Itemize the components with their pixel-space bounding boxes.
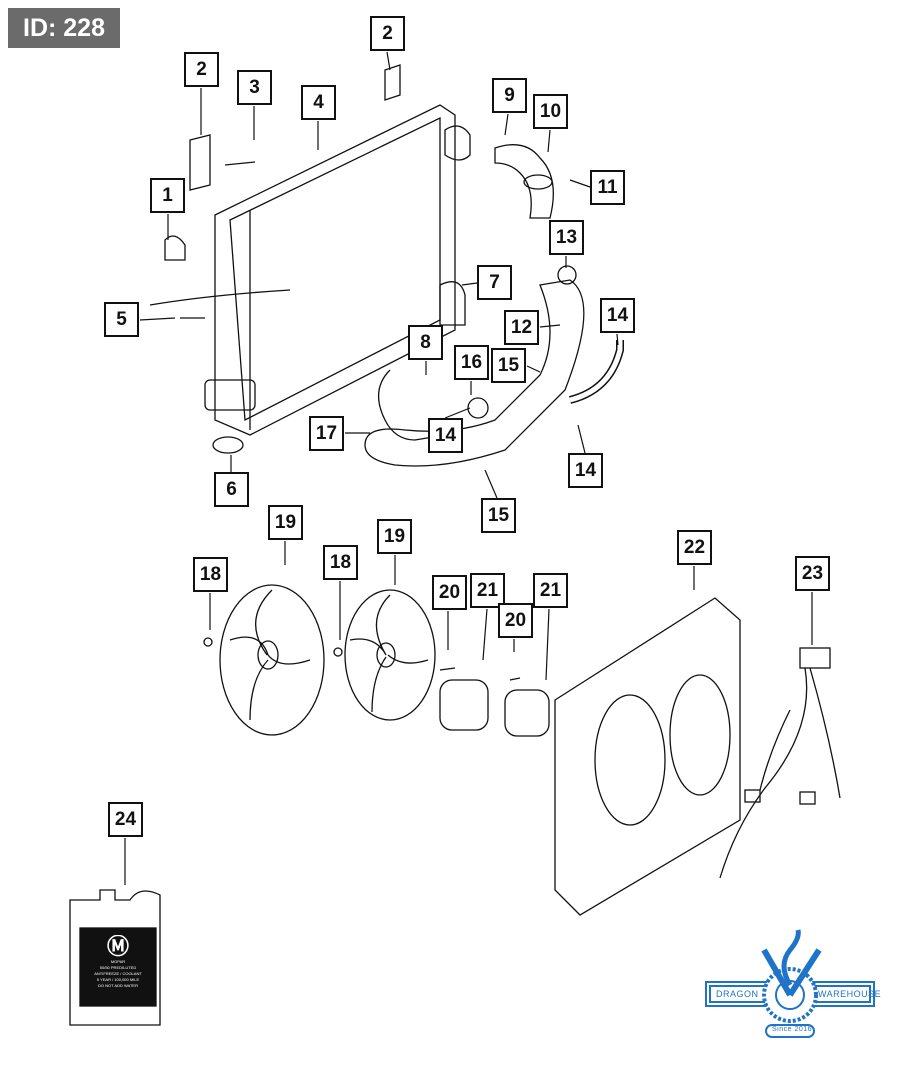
callout-24: 24 <box>108 802 143 837</box>
callout-2: 2 <box>184 52 219 87</box>
callout-16: 16 <box>454 345 489 380</box>
label-line: 50/50 PREDILUTED <box>99 965 137 970</box>
callout-15: 15 <box>491 348 526 383</box>
wiring-harness <box>719 647 841 879</box>
callout-8: 8 <box>408 325 443 360</box>
fan-motors <box>439 667 550 737</box>
callout-9: 9 <box>492 78 527 113</box>
label-line: DO NOT ADD WATER <box>98 983 138 988</box>
callout-20: 20 <box>498 603 533 638</box>
callout-1: 1 <box>150 178 185 213</box>
callout-7: 7 <box>477 265 512 300</box>
logo-since: Since 2016 <box>772 1026 813 1033</box>
logo-emblem <box>705 929 875 1038</box>
logo-text-right: WAREHOUSE <box>818 989 882 999</box>
coolant-jug <box>69 889 161 1026</box>
label-brand: MOPAR <box>110 959 126 964</box>
callout-2: 2 <box>370 16 405 51</box>
callout-10: 10 <box>533 94 568 129</box>
callout-14: 14 <box>428 418 463 453</box>
callout-4: 4 <box>301 85 336 120</box>
callout-18: 18 <box>193 557 228 592</box>
dragon-warehouse-logo: DRAGON WAREHOUSE Since 2016 <box>704 925 881 1040</box>
callout-23: 23 <box>795 556 830 591</box>
label-line: 5 YEAR / 100,000 MILE <box>96 977 140 982</box>
logo-text-left: DRAGON <box>716 989 759 999</box>
radiator <box>149 64 471 454</box>
callout-19: 19 <box>268 505 303 540</box>
callout-22: 22 <box>677 530 712 565</box>
callout-5: 5 <box>104 302 139 337</box>
callout-14: 14 <box>568 453 603 488</box>
coolant-label: Ⓜ MOPAR 50/50 PREDILUTED ANTIFREEZE / CO… <box>84 935 152 995</box>
callout-21: 21 <box>470 573 505 608</box>
callout-20: 20 <box>432 575 467 610</box>
callout-18: 18 <box>323 545 358 580</box>
callout-11: 11 <box>590 170 625 205</box>
callout-3: 3 <box>237 70 272 105</box>
leader-lines <box>124 51 813 885</box>
callout-15: 15 <box>481 498 516 533</box>
callout-13: 13 <box>549 220 584 255</box>
callout-14: 14 <box>600 298 635 333</box>
callout-6: 6 <box>214 472 249 507</box>
fan-shroud <box>554 597 741 916</box>
mopar-m-logo: Ⓜ <box>106 935 129 959</box>
callout-17: 17 <box>309 416 344 451</box>
fans <box>203 584 436 736</box>
id-badge: ID: 228 <box>8 8 120 48</box>
hoses <box>364 144 624 467</box>
callout-19: 19 <box>377 519 412 554</box>
callout-21: 21 <box>533 573 568 608</box>
callout-12: 12 <box>504 310 539 345</box>
label-line: ANTIFREEZE / COOLANT <box>94 971 142 976</box>
